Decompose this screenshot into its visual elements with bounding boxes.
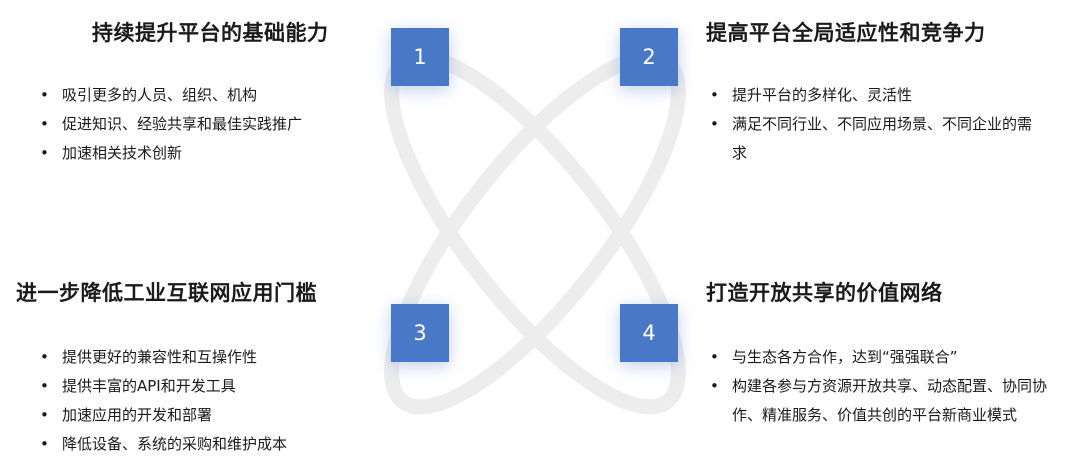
list-item: •促进知识、经验共享和最佳实践推广 — [36, 110, 376, 139]
bullet-list: •与生态各方合作，达到“强强联合” •构建各参与方资源开放共享、动态配置、协同协… — [706, 343, 1076, 430]
list-item: •提升平台的多样化、灵活性 — [706, 81, 1046, 110]
list-item: •吸引更多的人员、组织、机构 — [36, 81, 376, 110]
quadrant-top-right: 提高平台全局适应性和竞争力 •提升平台的多样化、灵活性 •满足不同行业、不同应用… — [706, 19, 1046, 168]
bullet-list: •提供更好的兼容性和互操作性 •提供丰富的API和开发工具 •加速应用的开发和部… — [36, 343, 376, 459]
number-box-2: 2 — [620, 28, 678, 86]
bullet-icon: • — [40, 86, 49, 104]
quadrant-title: 进一步降低工业互联网应用门槛 — [16, 281, 317, 305]
bullet-icon: • — [40, 348, 49, 366]
bullet-list: •吸引更多的人员、组织、机构 •促进知识、经验共享和最佳实践推广 •加速相关技术… — [36, 81, 376, 168]
list-item: •提供更好的兼容性和互操作性 — [36, 343, 376, 372]
bullet-icon: • — [40, 435, 49, 453]
number-box-3: 3 — [391, 304, 449, 362]
bullet-icon: • — [40, 115, 49, 133]
quadrant-top-left: 持续提升平台的基础能力 •吸引更多的人员、组织、机构 •促进知识、经验共享和最佳… — [36, 19, 376, 168]
list-item: •加速相关技术创新 — [36, 139, 376, 168]
bullet-icon: • — [710, 348, 719, 366]
bullet-icon: • — [40, 144, 49, 162]
quadrant-title: 提高平台全局适应性和竞争力 — [706, 21, 986, 45]
quadrant-bottom-right: 打造开放共享的价值网络 •与生态各方合作，达到“强强联合” •构建各参与方资源开… — [706, 279, 1076, 430]
bullet-icon: • — [710, 377, 719, 395]
bullet-icon: • — [710, 115, 719, 133]
quadrant-title: 持续提升平台的基础能力 — [92, 21, 329, 45]
bullet-icon: • — [40, 377, 49, 395]
list-item: •构建各参与方资源开放共享、动态配置、协同协作、精准服务、价值共创的平台新商业模… — [706, 372, 1076, 430]
bullet-list: •提升平台的多样化、灵活性 •满足不同行业、不同应用场景、不同企业的需求 — [706, 81, 1046, 168]
list-item: •降低设备、系统的采购和维护成本 — [36, 430, 376, 459]
list-item: •满足不同行业、不同应用场景、不同企业的需求 — [706, 110, 1046, 168]
number-box-4: 4 — [620, 304, 678, 362]
list-item: •加速应用的开发和部署 — [36, 401, 376, 430]
list-item: •与生态各方合作，达到“强强联合” — [706, 343, 1076, 372]
quadrant-bottom-left: 进一步降低工业互联网应用门槛 •提供更好的兼容性和互操作性 •提供丰富的API和… — [16, 279, 376, 459]
bullet-icon: • — [710, 86, 719, 104]
quadrant-title: 打造开放共享的价值网络 — [706, 281, 943, 305]
list-item: •提供丰富的API和开发工具 — [36, 372, 376, 401]
number-box-1: 1 — [391, 28, 449, 86]
bullet-icon: • — [40, 406, 49, 424]
